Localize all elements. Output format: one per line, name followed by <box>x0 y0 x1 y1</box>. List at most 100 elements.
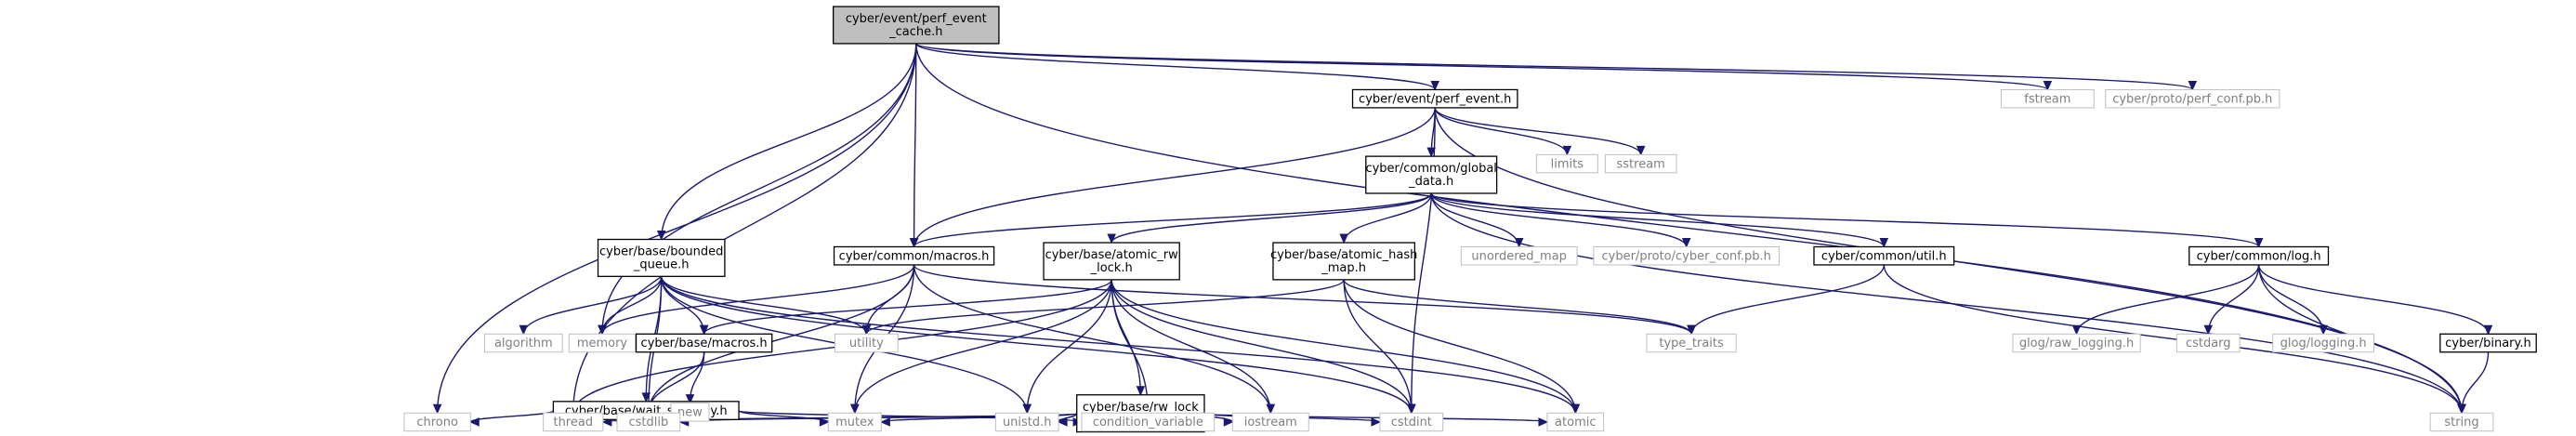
arrowhead-global_data-to-cyber_conf <box>1681 237 1691 248</box>
node-label-global_data: cyber/common/global <box>1365 162 1496 176</box>
arrowhead-log-to-glog_logging <box>2319 324 2328 336</box>
node-box-binary <box>2439 333 2537 353</box>
edge-atomic_hash_map-to-cstdint <box>1343 279 1413 414</box>
edge-root-to-thread <box>572 43 917 414</box>
node-label-root: cyber/event/perf_event <box>846 12 987 26</box>
edge-root-to-memory <box>601 43 917 335</box>
node-label-algorithm: algorithm <box>494 337 553 350</box>
node-type_traits: type_traits <box>1646 333 1737 353</box>
arrowhead-rw_lock_guard-to-iostream <box>1223 417 1234 427</box>
node-label-iostream: iostream <box>1244 416 1297 429</box>
arrowhead-atomic_rw_lock-to-base_macros <box>699 324 709 336</box>
node-box-limits <box>1535 153 1598 174</box>
edge-atomic_hash_map-to-type_traits <box>1343 279 1692 335</box>
node-label-rw_lock_guard: cyber/base/rw_lock <box>1083 401 1199 415</box>
arrowhead-atomic_hash_map-to-cstdint <box>1407 403 1416 415</box>
edge-log-to-glog_raw <box>2075 264 2260 335</box>
node-box-cstdarg <box>2175 333 2241 353</box>
node-box-log <box>2188 245 2330 266</box>
arrowhead-bounded_queue-to-wait_strategy <box>641 392 651 403</box>
node-label-base_macros: cyber/base/macros.h <box>641 337 768 350</box>
node-binary[interactable]: cyber/binary.h <box>2439 333 2537 353</box>
node-label-glog_raw: glog/raw_logging.h <box>2019 337 2134 350</box>
edge-log-to-glog_logging <box>2257 264 2324 335</box>
node-label-limits: limits <box>1551 157 1584 171</box>
node-unordered_map: unordered_map <box>1460 245 1578 266</box>
node-label-chrono: chrono <box>416 416 458 429</box>
node-label-log: cyber/common/log.h <box>2197 249 2321 263</box>
node-box-cyber_conf <box>1593 245 1781 266</box>
edge-atomic_rw_lock-to-condition_variable <box>1111 279 1150 414</box>
edge-bounded_queue-to-memory <box>601 276 663 335</box>
node-box-type_traits <box>1646 333 1737 353</box>
edge-global_data-to-unordered_map <box>1430 192 1520 247</box>
edge-log-to-cstdarg <box>2207 264 2260 335</box>
node-box-root <box>833 6 1000 45</box>
edge-util-to-string <box>1883 264 2463 414</box>
node-box-perf_event <box>1351 88 1518 109</box>
arrowhead-global_data-to-common_macros <box>909 237 919 248</box>
node-label-perf_conf: cyber/proto/perf_conf.pb.h <box>2112 92 2272 106</box>
arrowhead-atomic_rw_lock-to-mutex <box>850 403 860 415</box>
arrowhead-root-to-chrono <box>432 403 442 415</box>
node-box-unordered_map <box>1460 245 1578 266</box>
edge-atomic_hash_map-to-utility <box>865 279 1345 335</box>
edge-root-to-fstream <box>915 43 2049 91</box>
arrowhead-base_macros-to-new <box>685 394 695 404</box>
node-atomic_rw_lock[interactable]: cyber/base/atomic_rw_lock.h <box>1043 242 1180 281</box>
edge-util-to-type_traits <box>1690 264 1885 335</box>
node-box-atomic <box>1546 412 1605 432</box>
edge-atomic_rw_lock-to-unistd <box>1026 279 1112 414</box>
node-log[interactable]: cyber/common/log.h <box>2188 245 2330 266</box>
arrowhead-rw_lock_guard-to-atomic <box>1538 417 1549 427</box>
node-box-atomic_hash_map <box>1272 242 1416 281</box>
node-label-thread: thread <box>553 416 593 429</box>
node-box-atomic_rw_lock <box>1043 242 1180 281</box>
arrowhead-wait_strategy-to-mutex <box>819 417 830 427</box>
node-label-fstream: fstream <box>2024 92 2070 106</box>
node-label-root: _cache.h <box>888 25 942 39</box>
node-common_macros[interactable]: cyber/common/macros.h <box>833 245 995 266</box>
edge-bounded_queue-to-cstdint <box>661 276 1413 414</box>
arrowhead-atomic_hash_map-to-utility <box>861 324 872 336</box>
node-box-unistd <box>994 412 1059 432</box>
arrowhead-binary-to-string <box>2457 403 2466 415</box>
arrowhead-atomic_rw_lock-to-unistd <box>1022 403 1032 415</box>
edges-layer <box>432 43 2493 427</box>
node-root[interactable]: cyber/event/perf_event_cache.h <box>833 6 1000 45</box>
node-box-common_macros <box>833 245 995 266</box>
node-box-string <box>2429 412 2494 432</box>
node-label-new: new <box>677 406 703 420</box>
node-box-util <box>1813 245 1955 266</box>
edge-atomic_rw_lock-to-base_macros <box>703 279 1112 335</box>
edge-global_data-to-log <box>1430 192 2260 248</box>
edge-perf_event-to-common_macros <box>913 107 1436 247</box>
node-label-atomic: atomic <box>1555 416 1596 429</box>
arrowhead-wait_strategy-to-chrono <box>469 417 480 427</box>
node-global_data[interactable]: cyber/common/global_data.h <box>1365 155 1498 194</box>
node-base_macros[interactable]: cyber/base/macros.h <box>635 333 773 353</box>
arrowhead-util-to-type_traits <box>1687 324 1696 336</box>
node-perf_event[interactable]: cyber/event/perf_event.h <box>1351 88 1518 109</box>
node-box-cstdlib <box>616 412 681 432</box>
node-util[interactable]: cyber/common/util.h <box>1813 245 1955 266</box>
node-box-global_data <box>1365 155 1498 194</box>
edge-perf_event-to-sstream <box>1434 107 1642 155</box>
node-atomic_hash_map[interactable]: cyber/base/atomic_hash_map.h <box>1270 242 1417 281</box>
edge-root-to-perf_conf <box>915 43 2194 91</box>
node-bounded_queue[interactable]: cyber/base/bounded_queue.h <box>597 238 726 277</box>
edge-rw_lock_guard-to-atomic <box>1203 412 1548 423</box>
node-label-bounded_queue: cyber/base/bounded <box>599 245 723 259</box>
node-box-algorithm <box>483 333 563 353</box>
node-box-glog_logging <box>2272 333 2375 353</box>
node-limits: limits <box>1535 153 1598 174</box>
node-label-mutex: mutex <box>835 416 874 429</box>
node-label-binary: cyber/binary.h <box>2445 337 2530 350</box>
node-label-atomic_rw_lock: cyber/base/atomic_rw <box>1045 248 1178 262</box>
arrowhead-rw_lock_guard-to-thread <box>601 417 612 427</box>
arrowhead-atomic_hash_map-to-atomic <box>1571 403 1581 415</box>
edge-atomic_rw_lock-to-atomic <box>1111 279 1576 414</box>
arrowhead-perf_event-to-global_data <box>1426 147 1436 158</box>
node-box-glog_raw <box>2012 333 2141 353</box>
arrowhead-log-to-cstdarg <box>2203 324 2214 336</box>
